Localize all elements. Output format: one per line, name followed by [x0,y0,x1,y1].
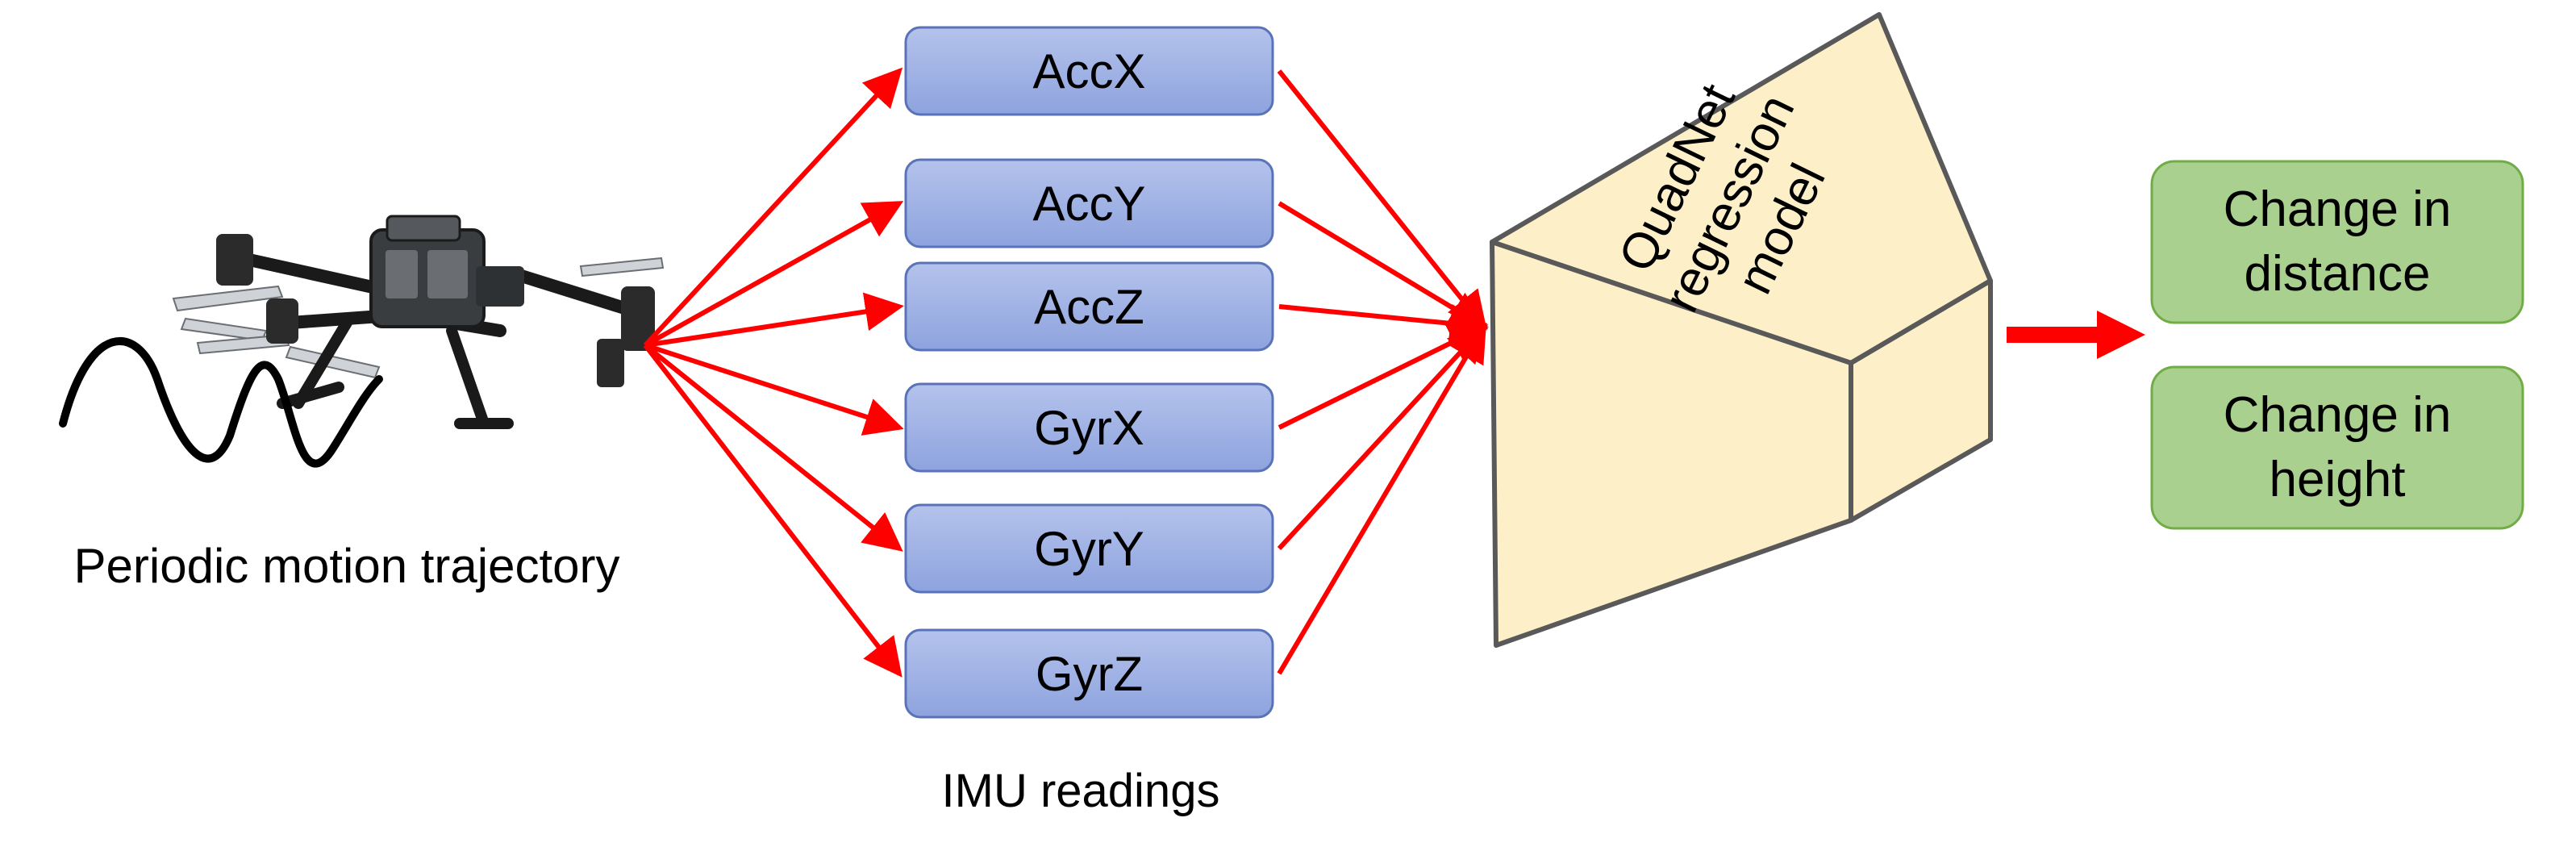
imu-box-label: GyrY [1034,522,1144,576]
arrow-to-gyrx [644,343,904,436]
imu-box-rect [904,261,1274,352]
imu-box-gyrz: GyrZ [904,628,1274,719]
imu-box-label: AccZ [1034,280,1144,334]
imu-box-accy: AccY [904,158,1274,248]
arrow-to-accy [644,201,904,348]
imu-box-label: AccX [1032,44,1145,98]
imu-box-gyry: GyrY [904,503,1274,594]
imu-box-rect [904,26,1274,116]
imu-box-rect [904,382,1274,473]
imu-box-rect [904,158,1274,248]
imu-box-accz: AccZ [904,261,1274,352]
output-distance-line-1: Change in [2224,182,2452,237]
imu-box-label: GyrZ [1036,647,1143,701]
imu-channel-boxes: AccX AccY AccZ GyrX GyrY GyrZ [904,26,1274,719]
input-caption: Periodic motion trajectory [74,539,620,593]
output-height-line-2: height [2270,452,2406,507]
arrow-to-accz [644,292,904,348]
imu-box-label: AccY [1032,177,1145,231]
imu-box-rect [904,628,1274,719]
model-side-face [1849,278,1993,523]
drone-icon [172,215,665,429]
arrow-from-accx [1277,69,1487,331]
arrow-to-accx [643,67,903,348]
imu-box-rect [904,503,1274,594]
arrow-to-gyry [644,343,903,552]
output-height-line-1: Change in [2224,387,2452,443]
imu-box-gyrx: GyrX [904,382,1274,473]
output-box-distance: Change in distance [2150,160,2524,324]
output-distance-line-2: distance [2245,246,2431,302]
quadnet-model-block: QuadNet regression model [1490,12,1993,648]
connection-arrows [643,67,1489,678]
output-box-height: Change in height [2150,365,2524,530]
arrow-from-gyrz [1277,322,1487,675]
imu-caption: IMU readings [942,765,1220,817]
sine-wave-icon [59,336,383,468]
imu-box-accx: AccX [904,26,1274,116]
imu-box-label: GyrX [1034,401,1144,455]
arrow-to-gyrz [643,344,902,678]
arrow-from-gyry [1277,323,1488,551]
output-arrow-head [2097,311,2145,359]
